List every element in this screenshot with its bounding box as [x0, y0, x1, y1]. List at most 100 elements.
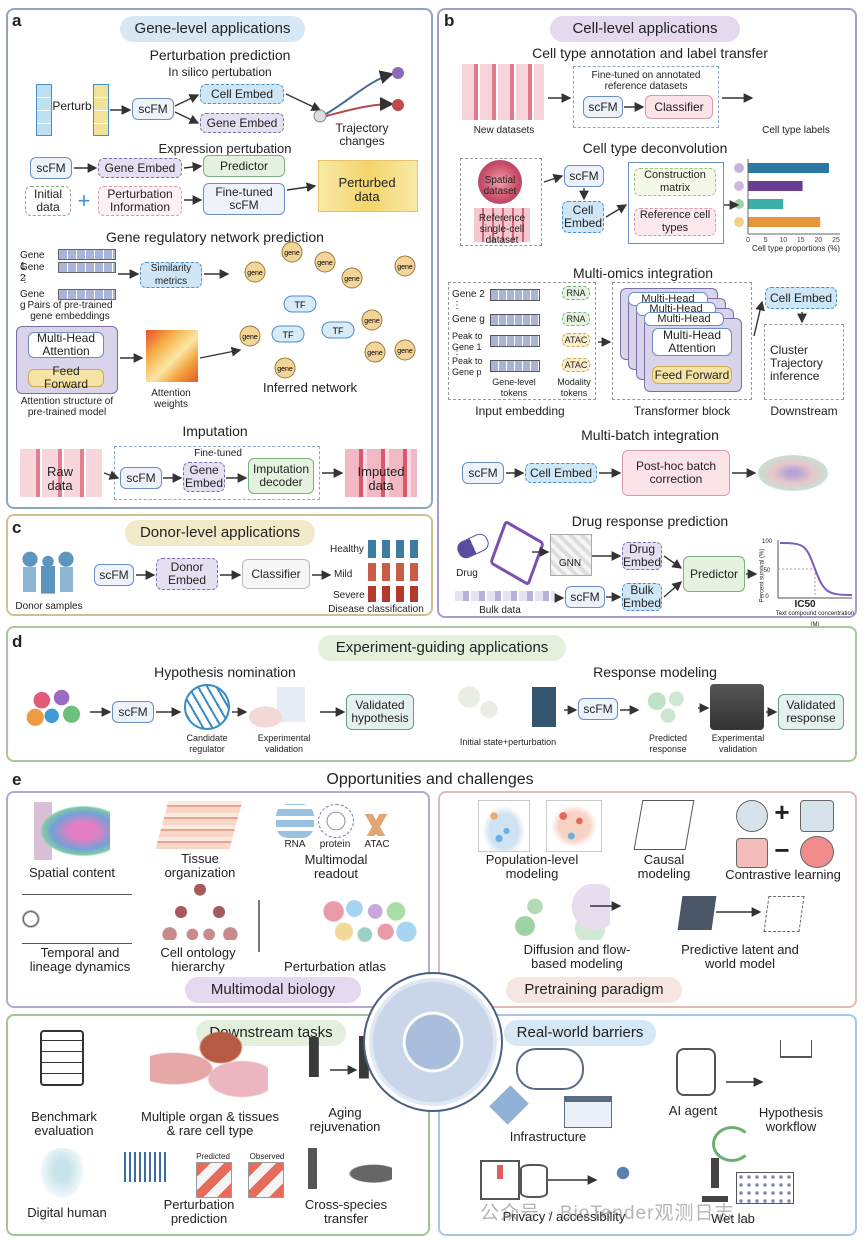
- rw-agent: AI agent: [668, 1103, 718, 1118]
- network-icon: [600, 1150, 646, 1196]
- arrow: [286, 182, 317, 193]
- arrow: [285, 93, 322, 111]
- grn-mha: Multi-Head Attention: [28, 332, 104, 358]
- multi-bullet-2: Trajectory inference: [770, 356, 823, 383]
- cell-type-dot: [734, 217, 744, 227]
- trajectory-label: Trajectory changes: [335, 121, 389, 148]
- imp-gene-embed: Gene Embed: [183, 462, 225, 492]
- multi-bullet-1: Cluster: [770, 343, 809, 357]
- scissors-molecule-icon: [258, 900, 302, 952]
- multi-mha: Multi-Head Attention: [652, 328, 732, 356]
- rw-wetlab: Wet lab: [711, 1211, 755, 1226]
- hyp-scfm: scFM: [112, 701, 154, 723]
- grn-inferred: Inferred network: [263, 380, 357, 395]
- gene-node-label: gene: [247, 270, 263, 277]
- healthy-people-icon: [368, 540, 424, 558]
- token-row: [490, 335, 540, 347]
- gene-node-label: gene: [317, 260, 333, 267]
- pert-cell-embed: Cell Embed: [200, 84, 284, 104]
- decon-construction: Construction matrix: [634, 168, 716, 196]
- tf-node-label: TF: [295, 300, 306, 310]
- anno-title: Cell type annotation and label transfer: [532, 45, 768, 61]
- gene-node: [281, 241, 303, 263]
- gene-node: [244, 261, 266, 283]
- trajectory-arrow: [325, 97, 394, 117]
- arrow: [174, 111, 200, 124]
- batch-cell-embed: Cell Embed: [525, 463, 597, 483]
- arrow: [753, 300, 765, 337]
- reference-heatmap: [474, 208, 530, 242]
- anno-classifier: Classifier: [645, 95, 713, 119]
- dna-scissors-icon: [124, 1152, 168, 1182]
- tf-node: [271, 325, 305, 343]
- integrated-umap-image: [758, 455, 828, 491]
- proportion-bar: [748, 181, 803, 191]
- multi-mod-4: ATAC: [562, 358, 590, 372]
- panel-c-title: Donor-level applications: [125, 520, 315, 546]
- x-tick-label: 0: [746, 237, 750, 244]
- arrow: [103, 470, 120, 480]
- imputed-heatmap: [345, 449, 417, 497]
- pert-scfm: scFM: [132, 98, 174, 120]
- arrow: [543, 174, 564, 184]
- multi-row-4: Peak to Gene 1: [452, 331, 483, 352]
- arrow: [174, 94, 200, 107]
- gene-embedding-rows: [58, 249, 116, 260]
- e-barriers-panel: [438, 1014, 857, 1236]
- multi-input: Input embedding: [475, 404, 565, 418]
- gene-node-label: gene: [284, 250, 300, 257]
- e-multimodal-panel: [6, 791, 430, 1008]
- contrastive-cell-4: [800, 836, 834, 868]
- dt-predicted: Predicted: [196, 1152, 230, 1161]
- tf-node: [283, 295, 317, 313]
- gene-node: [361, 309, 383, 331]
- panel-a-letter: a: [12, 11, 22, 30]
- imp-imputed: Imputed data: [357, 464, 405, 493]
- gene-node: [314, 251, 336, 273]
- arrow: [663, 581, 683, 598]
- browser-icon: [564, 1096, 612, 1128]
- resp-initial: Initial state+perturbation: [459, 737, 557, 747]
- grn-gene-2: Gene 2: [20, 262, 45, 284]
- proportion-bar: [748, 217, 821, 227]
- attention-weights-heatmap: [146, 330, 198, 382]
- contrastive-cell-1: [736, 800, 768, 832]
- mm-rna: RNA: [284, 839, 306, 850]
- ic50-curve-line: [779, 542, 853, 596]
- donor-people-icon: [18, 550, 78, 596]
- mm-atlas: Perturbation atlas: [284, 959, 386, 974]
- population-plot-2: [546, 800, 602, 852]
- grn-attn-struct: Attention structure of pre-trained model: [20, 396, 114, 418]
- cells-database-icon: [456, 682, 566, 732]
- panel-d-title: Experiment-guiding applications: [318, 635, 566, 661]
- panel-e-letter: e: [12, 770, 22, 789]
- mouse-clipboard-icon: [248, 684, 318, 728]
- perturbed-label: Perturbed data: [338, 175, 396, 204]
- gene-node-label: gene: [397, 264, 413, 271]
- ontology-tree-icon: [162, 884, 238, 940]
- expr-finetuned: Fine-tuned scFM: [203, 183, 285, 215]
- multi-downstream-box: [764, 324, 844, 400]
- imp-scfm: scFM: [120, 467, 162, 489]
- perturb-label: Perturb: [52, 99, 92, 113]
- pp-diffusion: Diffusion and flow-based modeling: [523, 942, 631, 971]
- drug-bulk-data: Bulk data: [479, 605, 521, 616]
- dt-digital: Digital human: [27, 1205, 107, 1220]
- batch-scfm: scFM: [462, 462, 504, 484]
- multi-downstream: Downstream: [770, 404, 838, 418]
- rw-infra: Infrastructure: [509, 1129, 587, 1144]
- recycle-icon: [712, 1126, 752, 1162]
- grn-gene-dots: ⋮: [20, 274, 30, 285]
- token-row: [490, 289, 540, 301]
- end-cell-icon: [392, 99, 404, 111]
- gene-node: [274, 357, 296, 379]
- organs-image: [150, 1030, 268, 1100]
- multi-row-3: Gene g: [452, 314, 485, 325]
- predicted-matrix: [196, 1162, 232, 1198]
- gene-node-label: gene: [397, 348, 413, 355]
- predicted-response-icon: [640, 682, 696, 730]
- expr-initial: Initial data: [25, 186, 71, 216]
- pp-latent: Predictive latent and world model: [681, 942, 799, 971]
